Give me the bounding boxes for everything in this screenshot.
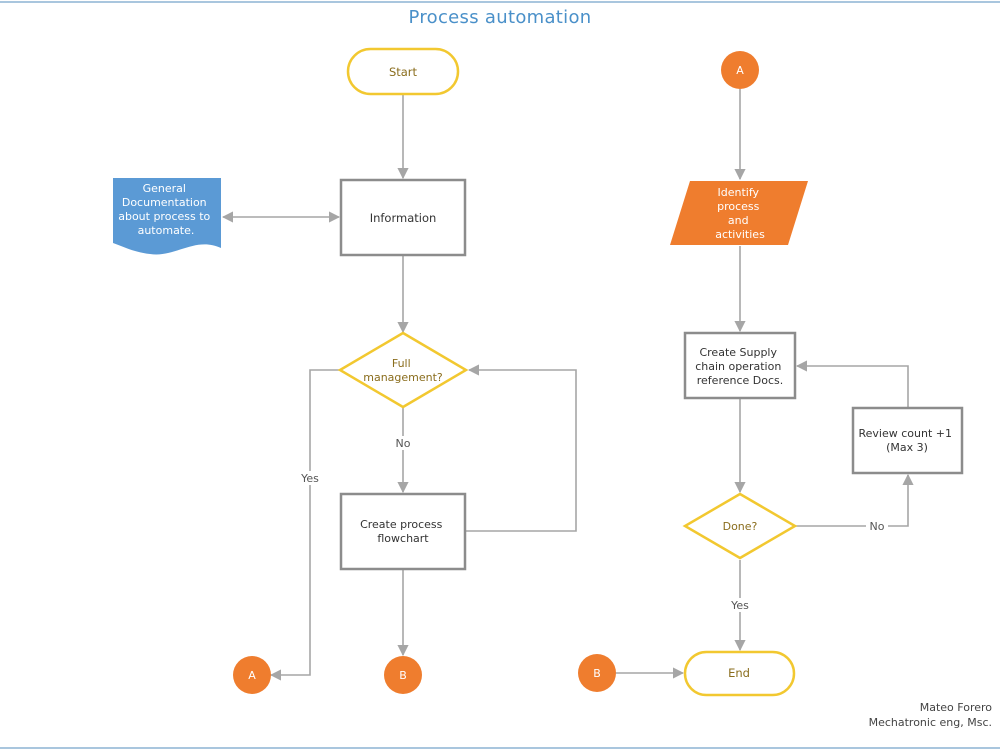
documentation-line-1: General [143,182,186,195]
identify-line-2: process [717,200,760,213]
end-terminal[interactable]: End [683,650,796,697]
edge-review-to-supply [795,360,909,407]
information-process[interactable]: Information [339,178,467,257]
create-flowchart-process[interactable]: Create process flowchart [339,492,467,571]
end-label: End [728,666,750,680]
author-credit: Mateo Forero Mechatronic eng, Msc. [869,700,992,730]
edge-label-yes-left: Yes [300,472,319,485]
edge-label-no-right: No [870,520,885,533]
identify-line-1: Identify [717,186,759,199]
author-degree: Mechatronic eng, Msc. [868,716,992,729]
full-management-decision[interactable]: Full management? [337,331,469,409]
identify-line-4: activities [715,228,765,241]
create-supply-line-1: Create Supply [699,346,777,359]
full-management-line-2: management? [363,371,443,384]
svg-text:General Documentation: General Documentation about process to a… [118,182,214,237]
edge-label-no-left: No [396,437,411,450]
done-decision[interactable]: Done? [682,492,798,560]
review-count-line-1: Review count +1 [859,427,953,440]
documentation-shape[interactable]: General Documentation about process to a… [113,178,221,255]
create-flowchart-line-2: flowchart [377,532,429,545]
connector-b-right-label: B [593,667,601,680]
top-border-line [0,1,1000,3]
start-terminal[interactable]: Start [346,47,460,96]
edge-flowchart-loop-back [466,364,577,532]
documentation-line-4: automate. [138,224,195,237]
connector-a-top-label: A [736,64,744,77]
connector-a-left-label: A [248,669,256,682]
review-count-line-2: (Max 3) [886,441,928,454]
svg-text:Full management?: Full management? [363,357,443,384]
create-supply-line-2: chain operation [695,360,781,373]
author-name: Mateo Forero [919,701,992,714]
diagram-title: Process automation [408,7,592,28]
documentation-line-3: about process to [118,210,210,223]
connector-a-top[interactable]: A [721,51,759,89]
connector-b-left-label: B [399,669,407,682]
identify-line-3: and [728,214,749,227]
connector-a-left[interactable]: A [233,656,271,694]
svg-text:Identify process a: Identify process and activities [715,186,765,241]
documentation-line-2: Documentation [122,196,207,209]
create-supply-line-3: reference Docs. [697,374,784,387]
information-label: Information [370,211,437,225]
edge-label-yes-right: Yes [730,599,749,612]
done-label: Done? [723,520,758,533]
connector-b-right[interactable]: B [578,654,616,692]
edge-decision-yes-to-a [269,369,340,681]
svg-text:Create Supply chain oper: Create Supply chain operation reference … [695,346,785,387]
create-flowchart-line-1: Create process [360,518,443,531]
edge-done-no-to-review [795,473,914,527]
review-count-process[interactable]: Review count +1 (Max 3) [851,406,964,475]
svg-text:Review count +1 (Max 3): Review count +1 (Max 3) [859,427,956,454]
identify-io-shape[interactable]: Identify process and activities [670,181,808,245]
create-supply-process[interactable]: Create Supply chain operation reference … [683,331,797,400]
bottom-border-line [0,747,1000,749]
svg-text:Create process flowchart: Create process flowchart [360,518,446,545]
start-label: Start [389,65,418,79]
full-management-line-1: Full [392,357,411,370]
connector-b-left[interactable]: B [384,656,422,694]
